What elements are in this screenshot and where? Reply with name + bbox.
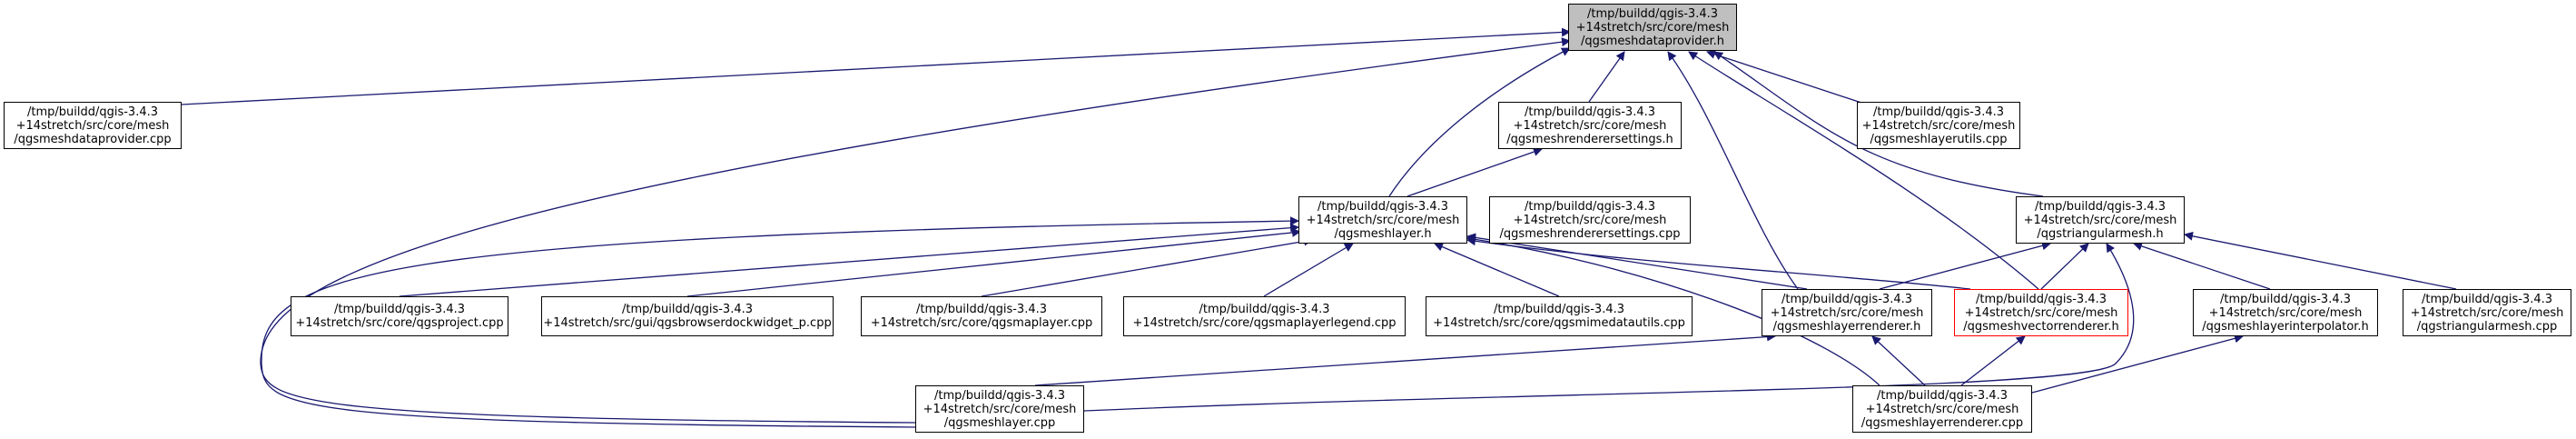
node-line: /qgsmeshlayer.h [1334, 226, 1432, 241]
edge-vrh-th [2040, 243, 2089, 290]
node-qgsmimedatautils-cpp[interactable]: /tmp/buildd/qgis-3.4.3 +14stretch/src/co… [1426, 296, 1693, 336]
edge-lrcpp-lh [1466, 234, 1880, 386]
edge-lucpp-root [1706, 50, 1862, 104]
node-qgstriangularmesh-cpp[interactable]: /tmp/buildd/qgis-3.4.3 +14stretch/src/co… [2403, 289, 2571, 336]
node-line: /tmp/buildd/qgis-3.4.3 [2219, 292, 2352, 306]
node-line: /qgsmeshlayerinterpolator.h [2202, 319, 2369, 334]
node-qgsmaplayerlegend-cpp[interactable]: /tmp/buildd/qgis-3.4.3 +14stretch/src/co… [1123, 296, 1406, 336]
node-line: +14stretch/src/core/qgsproject.cpp [295, 316, 504, 330]
node-line: /tmp/buildd/qgis-3.4.3 [1199, 303, 1330, 316]
edge-mdu-lh [1434, 242, 1560, 297]
node-line: /tmp/buildd/qgis-3.4.3 [1317, 199, 1449, 214]
node-line: /qgsmeshdataprovider.cpp [14, 132, 172, 146]
node-qgsproject-cpp[interactable]: /tmp/buildd/qgis-3.4.3 +14stretch/src/co… [291, 296, 508, 336]
edge-lrcpp-lih [2031, 334, 2244, 394]
edge-tcpp-th [2184, 231, 2457, 290]
node-line: /tmp/buildd/qgis-3.4.3 [26, 105, 159, 119]
node-line: +14stretch/src/core/mesh [1770, 305, 1924, 320]
edge-lrh-root [1667, 51, 1799, 290]
node-line: /tmp/buildd/qgis-3.4.3 [2034, 199, 2166, 214]
node-line: +14stretch/src/core/mesh [1306, 213, 1460, 227]
node-line: /tmp/buildd/qgis-3.4.3 [1524, 105, 1656, 119]
edge-lcpp-lrh [1034, 332, 1776, 386]
node-line: /qgsmeshrenderersettings.cpp [1499, 226, 1681, 241]
node-line: +14stretch/src/core/mesh [1861, 118, 2016, 133]
node-line: /qgstriangularmesh.h [2037, 226, 2164, 241]
node-line: /tmp/buildd/qgis-3.4.3 [933, 388, 1066, 403]
edge-th-root [1713, 51, 2044, 197]
edge-vrh-root [1688, 51, 2039, 290]
node-line: /qgsmeshrenderersettings.h [1506, 132, 1673, 146]
node-line: /tmp/buildd/qgis-3.4.3 [1872, 105, 2005, 119]
node-qgsmeshlayerrenderer-h[interactable]: /tmp/buildd/qgis-3.4.3 +14stretch/src/co… [1762, 289, 1932, 336]
node-qgsmeshlayerinterpolator-h[interactable]: /tmp/buildd/qgis-3.4.3 +14stretch/src/co… [2193, 289, 2378, 336]
node-line: /tmp/buildd/qgis-3.4.3 [915, 303, 1048, 316]
node-line: /qgstriangularmesh.cpp [2416, 319, 2558, 334]
node-line: +14stretch/src/core/qgsmaplayer.cpp [870, 316, 1093, 330]
node-line: /tmp/buildd/qgis-3.4.3 [1975, 292, 2107, 306]
edge-lrh-lh [1466, 233, 1808, 290]
node-qgsmeshlayer-cpp[interactable]: /tmp/buildd/qgis-3.4.3 +14stretch/src/co… [915, 385, 1084, 433]
edge-vrh-lh [1466, 236, 1971, 290]
node-line: /qgsmeshlayer.cpp [943, 415, 1056, 430]
node-line: +14stretch/src/core/qgsmimedatautils.cpp [1433, 316, 1685, 330]
node-qgstriangularmesh-h[interactable]: /tmp/buildd/qgis-3.4.3 +14stretch/src/co… [2016, 196, 2185, 244]
node-line: /tmp/buildd/qgis-3.4.3 [621, 303, 754, 316]
edge-bdw-lh [686, 227, 1301, 297]
node-qgsmeshdataprovider-h: /tmp/buildd/qgis-3.4.3 +14stretch/src/co… [1568, 4, 1737, 51]
node-line: /qgsmeshlayerrenderer.cpp [1860, 415, 2024, 430]
node-line: +14stretch/src/core/mesh [2023, 213, 2177, 227]
edge-lih-th [2133, 242, 2271, 290]
node-qgsmaplayer-cpp[interactable]: /tmp/buildd/qgis-3.4.3 +14stretch/src/co… [861, 296, 1102, 336]
node-line: +14stretch/src/core/mesh [1513, 118, 1667, 133]
node-line: +14stretch/src/core/mesh [2410, 305, 2564, 320]
edge-proj-lh [399, 223, 1299, 297]
edge-ml-lh [981, 236, 1313, 297]
node-qgsmeshvectorrenderer-h[interactable]: /tmp/buildd/qgis-3.4.3 +14stretch/src/co… [1954, 289, 2128, 336]
edge-lh-root [1388, 47, 1571, 197]
edge-lrcpp-lrh [1871, 335, 1926, 386]
edge-lh-rsh [1406, 147, 1543, 197]
node-qgsmeshlayerrenderer-cpp[interactable]: /tmp/buildd/qgis-3.4.3 +14stretch/src/co… [1852, 385, 2032, 433]
node-line: /tmp/buildd/qgis-3.4.3 [1586, 6, 1719, 21]
node-line: /tmp/buildd/qgis-3.4.3 [1876, 388, 2008, 403]
node-line: /tmp/buildd/qgis-3.4.3 [333, 303, 466, 316]
node-qgsmeshlayerutils-cpp[interactable]: /tmp/buildd/qgis-3.4.3 +14stretch/src/co… [1857, 102, 2020, 149]
edge-lcpp-th [1083, 243, 2135, 412]
node-line: +14stretch/src/core/mesh [1865, 402, 2019, 416]
node-line: +14stretch/src/core/qgsmaplayerlegend.cp… [1132, 316, 1397, 330]
node-line: /qgsmeshvectorrenderer.h [1963, 319, 2119, 334]
node-line: /qgsmeshdataprovider.h [1581, 34, 1724, 48]
node-qgsmeshrenderersettings-h[interactable]: /tmp/buildd/qgis-3.4.3 +14stretch/src/co… [1498, 102, 1682, 149]
node-line: +14stretch/src/core/mesh [15, 118, 170, 133]
node-line: +14stretch/src/gui/qgsbrowserdockwidget_… [543, 316, 832, 330]
edge-mll-lh [1263, 243, 1354, 297]
edge-lcpp-root [260, 37, 1571, 424]
node-line: /tmp/buildd/qgis-3.4.3 [1493, 303, 1625, 316]
node-line: /tmp/buildd/qgis-3.4.3 [1781, 292, 1913, 306]
node-line: +14stretch/src/core/mesh [1575, 20, 1730, 35]
node-qgsbrowserdockwidget-p-cpp[interactable]: /tmp/buildd/qgis-3.4.3 +14stretch/src/gu… [541, 296, 834, 336]
node-qgsmeshdataprovider-cpp[interactable]: /tmp/buildd/qgis-3.4.3 +14stretch/src/co… [4, 102, 182, 149]
node-line: +14stretch/src/core/mesh [1513, 213, 1667, 227]
edge-lrcpp-vrh [1960, 335, 2026, 386]
node-line: /tmp/buildd/qgis-3.4.3 [2421, 292, 2553, 306]
node-line: /tmp/buildd/qgis-3.4.3 [1524, 199, 1656, 214]
node-qgsmeshlayer-h[interactable]: /tmp/buildd/qgis-3.4.3 +14stretch/src/co… [1298, 196, 1467, 244]
edge-lrh-th [1879, 241, 2051, 290]
edge-dpcpp-root [181, 27, 1571, 105]
edge-rsh-root [1588, 51, 1625, 103]
node-line: +14stretch/src/core/mesh [1964, 305, 2118, 320]
node-line: +14stretch/src/core/mesh [923, 402, 1077, 416]
node-line: /qgsmeshlayerutils.cpp [1870, 132, 2008, 146]
node-line: +14stretch/src/core/mesh [2208, 305, 2363, 320]
node-qgsmeshrenderersettings-cpp[interactable]: /tmp/buildd/qgis-3.4.3 +14stretch/src/co… [1489, 196, 1691, 244]
node-line: /qgsmeshlayerrenderer.h [1772, 319, 1921, 334]
edge-lcpp-lh [261, 216, 1299, 428]
